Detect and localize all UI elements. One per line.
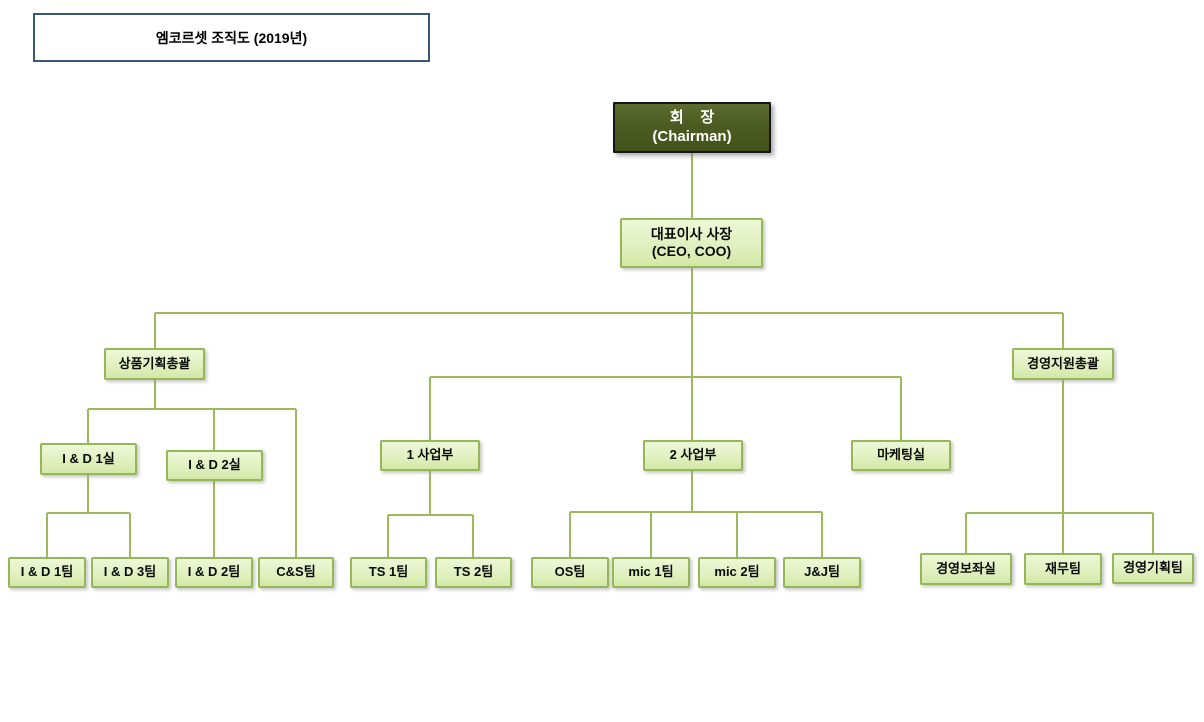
org-node-ind-team-3: I & D 3팀 bbox=[91, 557, 169, 588]
org-node-finance-team: 재무팀 bbox=[1024, 553, 1102, 585]
org-node-chairman: 회 장 (Chairman) bbox=[613, 102, 771, 153]
org-node-mic-team-1: mic 1팀 bbox=[612, 557, 690, 588]
org-node-jj-team: J&J팀 bbox=[783, 557, 861, 588]
org-node-business-div-2-label: 2 사업부 bbox=[669, 447, 717, 463]
org-node-os-team: OS팀 bbox=[531, 557, 609, 588]
org-node-business-div-1-label: 1 사업부 bbox=[406, 447, 454, 463]
org-node-chairman-sublabel: (Chairman) bbox=[652, 127, 732, 145]
org-node-ind-office-2: I & D 2실 bbox=[166, 450, 263, 481]
org-node-mic-team-2-label: mic 2팀 bbox=[714, 564, 760, 580]
org-node-business-div-2: 2 사업부 bbox=[643, 440, 743, 471]
org-node-management-planning-team: 경영기획팀 bbox=[1112, 553, 1194, 584]
org-node-ind-team-2-label: I & D 2팀 bbox=[187, 564, 241, 580]
org-node-finance-team-label: 재무팀 bbox=[1045, 560, 1081, 576]
org-node-ind-team-2: I & D 2팀 bbox=[175, 557, 253, 588]
org-node-mic-team-2: mic 2팀 bbox=[698, 557, 776, 588]
org-node-management-assist-office: 경영보좌실 bbox=[920, 553, 1012, 585]
org-node-ind-office-1: I & D 1실 bbox=[40, 443, 137, 475]
org-node-ceo-sublabel: (CEO, COO) bbox=[651, 243, 732, 259]
org-node-ts-team-1: TS 1팀 bbox=[350, 557, 427, 588]
org-node-ind-office-2-label: I & D 2실 bbox=[188, 457, 241, 473]
org-node-management-planning-team-label: 경영기획팀 bbox=[1123, 560, 1183, 576]
org-node-ind-team-3-label: I & D 3팀 bbox=[103, 564, 157, 580]
org-node-marketing-office-label: 마케팅실 bbox=[877, 447, 925, 463]
org-node-ceo: 대표이사 사장 (CEO, COO) bbox=[620, 218, 763, 268]
org-node-cs-team-label: C&S팀 bbox=[276, 564, 316, 580]
org-node-management-assist-office-label: 경영보좌실 bbox=[936, 560, 996, 576]
org-node-os-team-label: OS팀 bbox=[554, 564, 586, 580]
chart-title: 엠코르셋 조직도 (2019년) bbox=[155, 29, 308, 46]
org-node-cs-team: C&S팀 bbox=[258, 557, 334, 588]
org-node-management-support-label: 경영지원총괄 bbox=[1027, 355, 1099, 371]
org-node-mic-team-1-label: mic 1팀 bbox=[628, 564, 674, 580]
org-node-business-div-1: 1 사업부 bbox=[380, 440, 480, 471]
org-node-ind-office-1-label: I & D 1실 bbox=[62, 450, 115, 466]
chart-title-box: 엠코르셋 조직도 (2019년) bbox=[33, 13, 430, 62]
org-node-ts-team-1-label: TS 1팀 bbox=[368, 564, 409, 580]
org-node-ts-team-2-label: TS 2팀 bbox=[453, 564, 494, 580]
org-node-product-planning-label: 상품기획총괄 bbox=[118, 355, 191, 371]
org-node-product-planning: 상품기획총괄 bbox=[104, 348, 205, 380]
org-node-management-support: 경영지원총괄 bbox=[1012, 348, 1114, 380]
org-node-ceo-label: 대표이사 사장 bbox=[650, 225, 733, 242]
org-node-marketing-office: 마케팅실 bbox=[851, 440, 951, 471]
org-node-ind-team-1-label: I & D 1팀 bbox=[20, 564, 74, 580]
org-node-ts-team-2: TS 2팀 bbox=[435, 557, 512, 588]
org-node-ind-team-1: I & D 1팀 bbox=[8, 557, 86, 588]
org-node-jj-team-label: J&J팀 bbox=[804, 564, 840, 580]
org-node-chairman-label: 회 장 bbox=[669, 108, 715, 126]
